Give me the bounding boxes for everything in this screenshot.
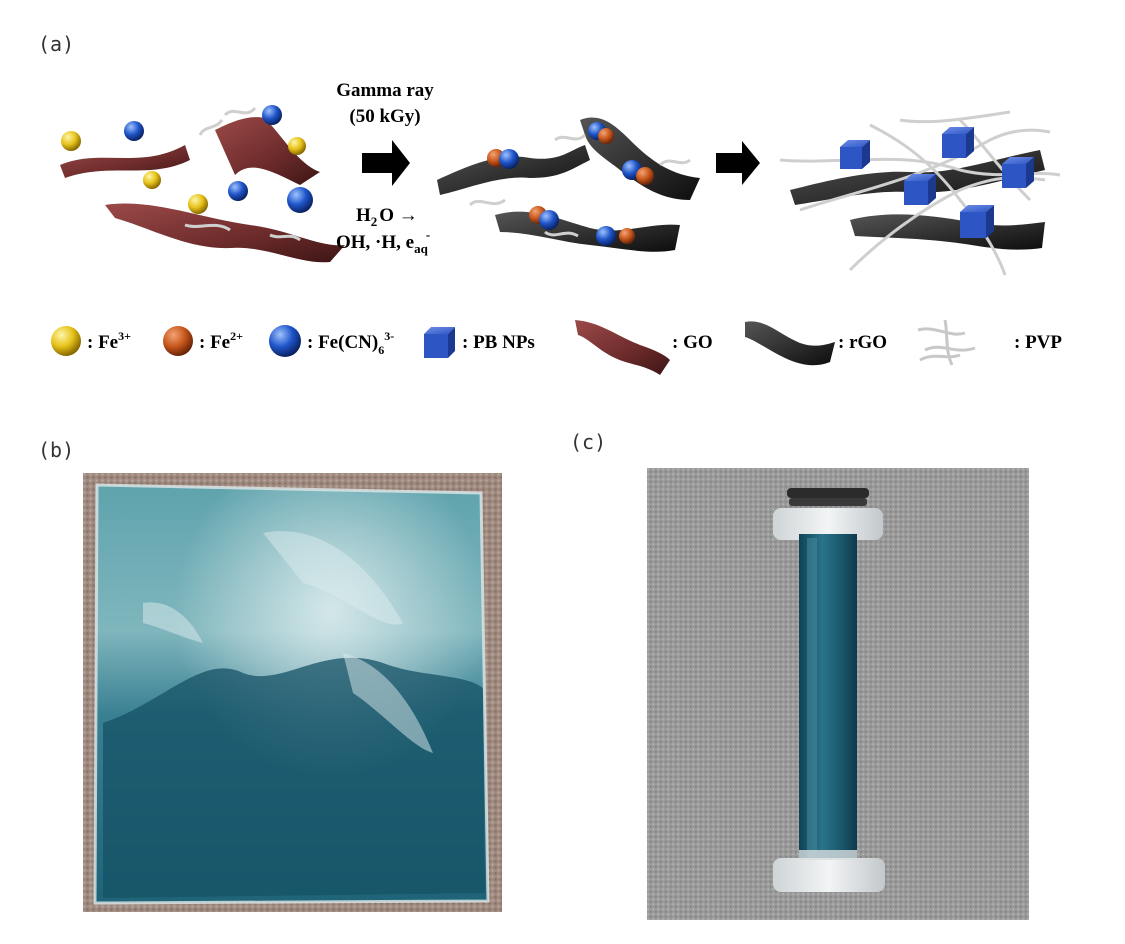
fe3-ion: [288, 137, 306, 155]
pvp-chain: [269, 233, 301, 242]
stage-2-reduced: [437, 117, 700, 252]
pb-nanoparticle: [840, 140, 870, 169]
dose-label: (50 kGy): [349, 106, 420, 127]
fe3-ion: [188, 194, 208, 214]
pvp-chain: [869, 123, 1007, 276]
pvp-chain: [223, 106, 257, 117]
fe3-legend-icon: [51, 326, 81, 356]
fe2-legend-icon: [163, 326, 193, 356]
pb-legend-icon: [424, 327, 455, 358]
radical-species-label: OH, ·H, eaq-: [336, 227, 430, 256]
stage-3-composite: [779, 110, 1061, 276]
fe2-legend-label: : Fe2+: [199, 329, 243, 353]
fe3-legend-label: : Fe3+: [87, 329, 131, 353]
photo-gel-sheet: [83, 473, 502, 912]
o-ring: [787, 488, 869, 498]
go-sheet: [60, 145, 190, 178]
fe2-ion: [636, 167, 654, 185]
panel-label-b: (b): [38, 438, 75, 462]
ferricyanide-legend-icon: [269, 325, 301, 357]
photo-packed-column: [647, 468, 1029, 920]
rgo-legend-icon: [745, 321, 835, 366]
ferricyanide-ion: [596, 226, 616, 246]
ferricyanide-ion: [539, 210, 559, 230]
fe3-ion: [61, 131, 81, 151]
pb-nanoparticle: [904, 174, 936, 205]
bottom-end-cap: [773, 858, 885, 892]
pb-nanoparticle: [960, 205, 994, 238]
rgo-sheet: [495, 211, 680, 252]
pvp-chain: [544, 230, 579, 238]
ferricyanide-ion: [262, 105, 282, 125]
ferricyanide-ion: [228, 181, 248, 201]
o-ring: [789, 498, 867, 506]
pb-legend-label: : PB NPs: [462, 332, 535, 353]
go-legend-label: : GO: [672, 332, 713, 353]
pvp-chain: [658, 158, 691, 167]
pvp-legend-label: : PVP: [1014, 332, 1062, 353]
rgo-legend-label: : rGO: [838, 332, 887, 353]
go-sheet: [215, 117, 320, 185]
arrow-icon: [716, 141, 760, 185]
go-legend-icon: [575, 320, 670, 375]
pvp-chain: [958, 118, 1032, 202]
panel-label-a: (a): [38, 32, 75, 56]
top-end-cap: [773, 508, 883, 540]
packed-column-body: [799, 534, 857, 864]
fe2-ion: [619, 228, 635, 244]
pvp-chain: [899, 110, 1011, 124]
ferricyanide-ion: [499, 149, 519, 169]
fe2-ion: [598, 128, 614, 144]
pvp-legend-icon: [917, 319, 976, 366]
pvp-chain: [468, 198, 506, 207]
pb-nanoparticle: [1002, 157, 1034, 188]
pvp-chain: [554, 133, 587, 142]
stage-1-precursors: [60, 105, 345, 263]
gamma-ray-label: Gamma ray: [336, 80, 434, 101]
ferricyanide-ion: [124, 121, 144, 141]
legend: : Fe3+ : Fe2+ : Fe(CN)63- : PB NPs : GO …: [51, 319, 1062, 375]
ferricyanide-ion: [287, 187, 313, 213]
rgo-sheet: [437, 145, 590, 195]
ferricyanide-legend-label: : Fe(CN)63-: [307, 329, 394, 357]
fe3-ion: [143, 171, 161, 189]
arrow-icon: [362, 140, 410, 186]
pb-nanoparticle: [942, 127, 974, 158]
go-sheet: [105, 203, 345, 263]
pvp-chain: [198, 119, 224, 136]
panel-label-c: (c): [570, 430, 607, 454]
pvp-chain: [184, 223, 231, 232]
rgo-sheet: [850, 214, 1045, 250]
